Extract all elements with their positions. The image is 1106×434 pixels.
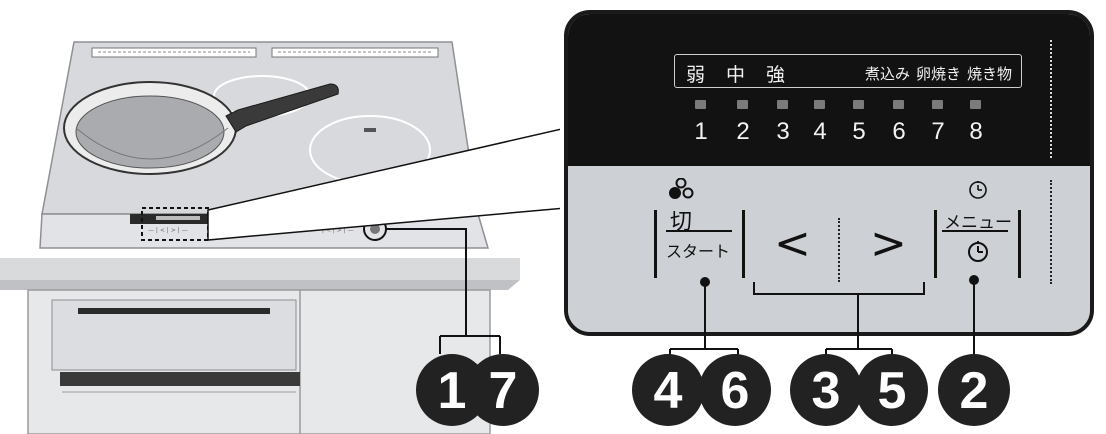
callout-3: 3 (790, 354, 862, 426)
off-key-label[interactable]: 切 (670, 210, 693, 235)
drawer-trim (60, 372, 300, 386)
power-level-3: 3 (776, 118, 790, 145)
svg-text:— | < | > | —: — | < | > | — (314, 227, 354, 234)
svg-text:2: 2 (960, 362, 989, 420)
mode-label-frame (674, 54, 1022, 88)
callout-4: 4 (632, 354, 704, 426)
led-6 (893, 100, 904, 109)
menu-key-label[interactable]: メニュー (944, 213, 1012, 233)
counter-edge (0, 280, 520, 290)
arrow-divider (838, 218, 840, 282)
svg-text:7: 7 (489, 362, 518, 420)
mode-weak: 弱 (686, 64, 706, 86)
pan-handle (225, 83, 339, 133)
callout-7: 7 (467, 354, 539, 426)
pan-inner (75, 95, 225, 169)
led-7 (932, 100, 943, 109)
power-level-1: 1 (694, 118, 708, 145)
display-divider (1050, 40, 1052, 158)
mode-egg: 卵焼き (916, 65, 962, 83)
key-bar-mid-left (742, 210, 745, 278)
right-arrow-key[interactable]: > (870, 218, 907, 269)
three-dots-icon (669, 178, 694, 199)
key-bar-mid-right (934, 210, 937, 278)
zoom-wedge (207, 128, 560, 241)
svg-text:5: 5 (878, 362, 907, 420)
mode-medium: 中 (726, 64, 746, 86)
led-4 (814, 100, 825, 109)
off-start-divider (666, 230, 732, 232)
mode-strong: 強 (766, 64, 786, 86)
led-5 (853, 100, 864, 109)
svg-text:— | < | > | —: — | < | > | — (148, 227, 188, 234)
timer-icon (969, 181, 987, 199)
key-divider (1050, 180, 1052, 284)
control-panel: 弱 中 強 煮込み 卵焼き 焼き物 1 2 3 4 5 6 7 8 (564, 10, 1094, 336)
oven-handle (78, 308, 270, 314)
power-level-8: 8 (969, 118, 983, 145)
mode-simmer: 煮込み (865, 65, 911, 83)
key-area: 切 スタート < > メニュー (568, 166, 1090, 332)
callout-6: 6 (699, 354, 771, 426)
led-3 (777, 100, 788, 109)
start-key-label[interactable]: スタート (666, 242, 731, 261)
svg-text:3: 3 (812, 362, 841, 420)
power-level-2: 2 (736, 118, 750, 145)
timer-icon-lower (968, 241, 988, 262)
led-8 (970, 100, 981, 109)
power-level-5: 5 (852, 118, 866, 145)
svg-text:1: 1 (438, 362, 467, 420)
svg-text:4: 4 (654, 362, 683, 420)
callout-5: 5 (856, 354, 928, 426)
callout-1: 1 (416, 354, 488, 426)
callout-2: 2 (938, 354, 1010, 426)
led-1 (695, 100, 706, 109)
power-level-6: 6 (892, 118, 906, 145)
cooktop-illustration: — | < | > | — — | < | > | — — | < | > | … (0, 41, 560, 434)
mode-grill: 焼き物 (967, 65, 1013, 83)
svg-text:6: 6 (721, 362, 750, 420)
display-area: 弱 中 強 煮込み 卵焼き 焼き物 1 2 3 4 5 6 7 8 (568, 14, 1090, 166)
counter (0, 258, 520, 280)
led-2 (737, 100, 748, 109)
key-bar-right (1018, 210, 1021, 278)
key-bar-left (654, 210, 657, 278)
power-level-7: 7 (931, 118, 945, 145)
power-level-4: 4 (813, 118, 827, 145)
left-arrow-key[interactable]: < (774, 218, 811, 269)
menu-divider (942, 230, 1008, 232)
